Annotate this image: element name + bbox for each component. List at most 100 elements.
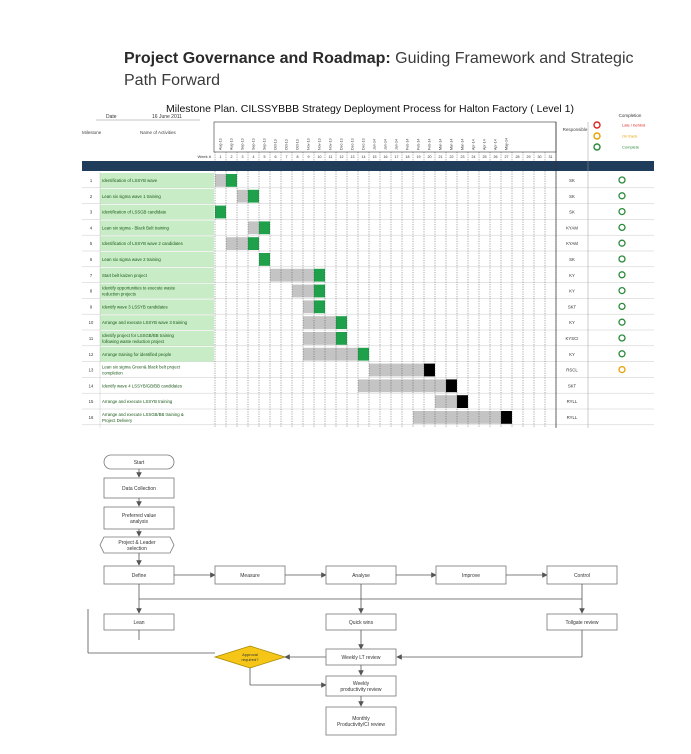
gantt-complete-marker xyxy=(248,189,259,203)
status-green-icon xyxy=(618,286,626,295)
week-number: 2 xyxy=(231,155,233,159)
row-number: 11 xyxy=(89,336,94,341)
week-number: 26 xyxy=(494,155,498,159)
activity-name: Arrange and execute LSSYB training xyxy=(102,399,173,404)
date-value: 16 June 2011 xyxy=(152,114,182,120)
responsible: KYAM xyxy=(566,225,578,230)
value-analysis-box-label: Preferred value xyxy=(122,513,156,519)
activity-highlight xyxy=(100,173,214,188)
activity-name-line: Project Delivery xyxy=(102,418,133,423)
week-number: 1 xyxy=(220,155,222,159)
activity-name: Start belt kaizen project xyxy=(102,273,148,278)
week-number: 10 xyxy=(318,155,322,159)
activity-highlight xyxy=(100,204,214,220)
week-number: 7 xyxy=(286,155,288,159)
activity-highlight xyxy=(100,331,214,346)
week-number: 13 xyxy=(351,155,355,159)
month-label: May-14 xyxy=(505,138,509,150)
legend-title: Completion xyxy=(619,113,642,118)
month-label: Oct-13 xyxy=(274,139,278,150)
month-label: Sep-13 xyxy=(252,138,256,150)
row-number: 16 xyxy=(89,415,94,420)
data-collection-box-label: Data Collection xyxy=(122,486,156,492)
month-label: Nov-13 xyxy=(318,138,322,150)
responsible: KY xyxy=(569,320,575,325)
month-label: Feb-14 xyxy=(428,139,432,150)
month-label: Jan-14 xyxy=(384,139,388,150)
activity-highlight xyxy=(100,283,214,299)
row-number: 13 xyxy=(89,368,94,373)
month-label: Feb-14 xyxy=(417,139,421,150)
gantt-planned-bar xyxy=(237,189,248,203)
status-green-icon xyxy=(618,192,626,200)
week-number: 6 xyxy=(275,155,277,159)
gantt-planned-bar xyxy=(303,347,358,361)
week-number: 20 xyxy=(428,155,432,159)
gantt-milestone-marker xyxy=(446,379,457,393)
responsible: SK xyxy=(569,257,575,262)
month-label: Dec-13 xyxy=(351,138,355,150)
status-green-icon xyxy=(618,271,626,279)
month-label: Nov-13 xyxy=(307,138,311,150)
week-number: 27 xyxy=(505,155,509,159)
legend-label: Late / behind xyxy=(622,123,645,128)
week-number: 24 xyxy=(472,155,476,159)
selection-node xyxy=(99,536,175,554)
status-green-icon xyxy=(618,302,626,311)
activity-name-line: reduction projects xyxy=(102,292,136,297)
legend-red-icon xyxy=(593,121,601,129)
month-label: Apr-14 xyxy=(472,139,476,150)
row-number: 6 xyxy=(90,257,93,262)
status-green-icon xyxy=(618,223,626,232)
monthly-review-box-label: Productivity/CI review xyxy=(337,722,385,728)
gantt-complete-marker xyxy=(259,253,270,266)
month-label: Dec-13 xyxy=(340,138,344,150)
activity-highlight xyxy=(100,315,214,330)
month-label: Aug-13 xyxy=(230,138,234,150)
month-label: Oct-13 xyxy=(296,139,300,150)
col-responsible-header: Responsible xyxy=(563,127,588,132)
week-number: 18 xyxy=(406,155,410,159)
month-label: Nov-13 xyxy=(329,138,333,150)
week-number: 22 xyxy=(450,155,454,159)
week-number: 14 xyxy=(362,155,366,159)
legend-label: Complete xyxy=(622,145,640,150)
col-name-header: Name of Activities xyxy=(140,130,177,135)
gantt-complete-marker xyxy=(248,237,259,250)
responsible: SK xyxy=(569,210,575,215)
activity-highlight xyxy=(100,236,214,251)
week-number: 5 xyxy=(264,155,266,159)
selection-label: Project & Leader xyxy=(118,540,156,546)
gantt-complete-marker xyxy=(336,332,347,345)
gantt-planned-bar xyxy=(248,221,259,235)
analyse-box-label: Analyse xyxy=(352,573,370,579)
responsible: RYLL xyxy=(567,415,578,420)
activity-name: Lean six sigma - Black Belt training xyxy=(102,225,169,230)
month-label: Mar-14 xyxy=(461,139,465,150)
month-label: Oct-13 xyxy=(285,139,289,150)
week-number: 4 xyxy=(253,155,255,159)
week-number: 25 xyxy=(483,155,487,159)
week-number: 15 xyxy=(373,155,377,159)
legend-orange-icon xyxy=(593,132,601,140)
responsible: SK xyxy=(569,178,575,183)
activity-name: Arrange training for identified people xyxy=(102,352,172,357)
week-number: 12 xyxy=(340,155,344,159)
row-number: 1 xyxy=(90,178,93,183)
week-number: 31 xyxy=(549,155,553,159)
status-green-icon xyxy=(618,318,626,326)
title-bold: Project Governance and Roadmap: xyxy=(124,50,391,67)
activity-name: Lean six sigma wave 1 training xyxy=(102,194,161,199)
responsible: KY xyxy=(569,289,575,294)
week-number: 23 xyxy=(461,155,465,159)
responsible: KYSCI xyxy=(566,336,579,341)
value-analysis-box-label: analysis xyxy=(130,519,149,525)
month-label: Sep-13 xyxy=(241,138,245,150)
month-label: Dec-13 xyxy=(362,138,366,150)
gantt-complete-marker xyxy=(314,300,325,314)
week-number: 19 xyxy=(417,155,421,159)
row-number: 3 xyxy=(90,210,93,215)
status-green-icon xyxy=(618,334,626,342)
plan-title: Milestone Plan. CILSSYBBB Strategy Deplo… xyxy=(166,103,574,115)
status-green-icon xyxy=(618,239,626,247)
